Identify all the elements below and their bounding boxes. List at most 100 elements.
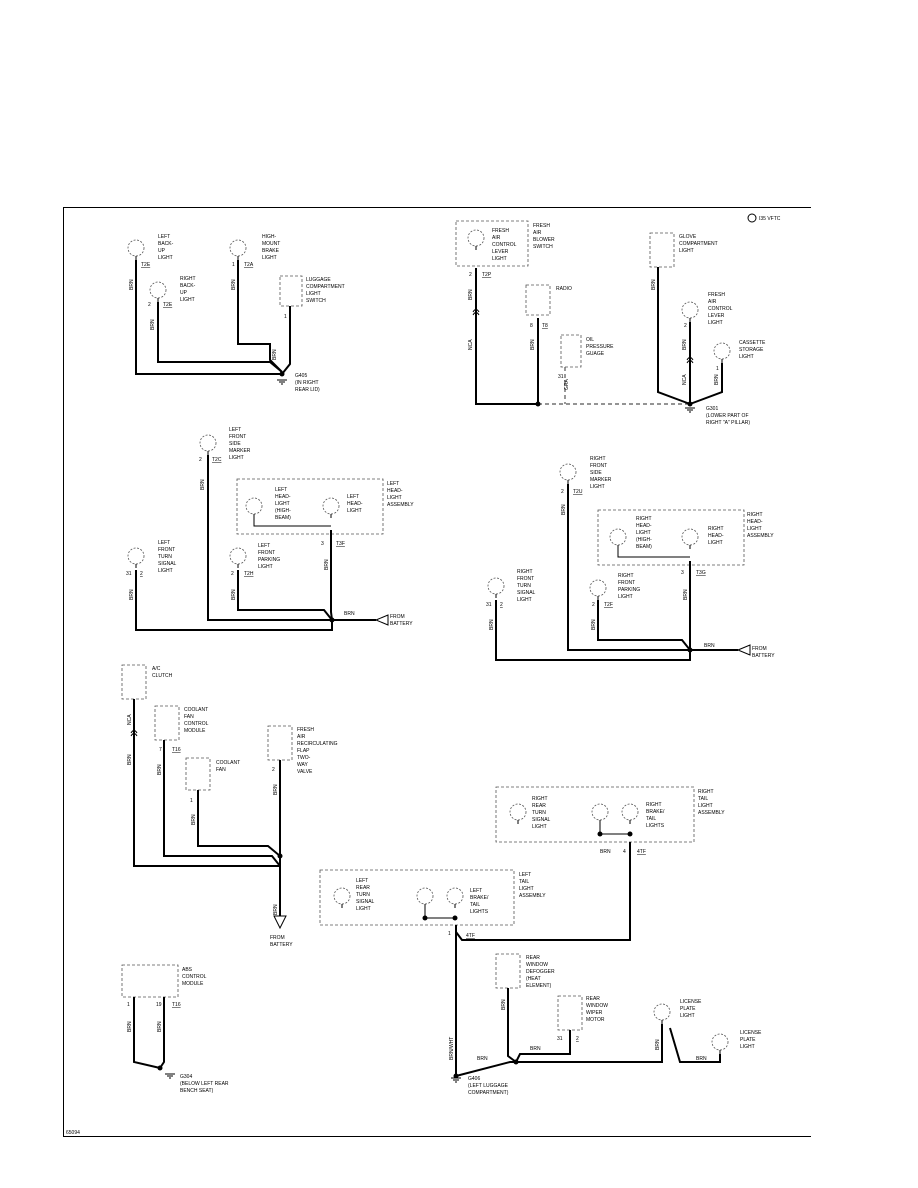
- wire: [516, 1024, 663, 1063]
- oil-gauge-label-line: OIL: [586, 337, 594, 343]
- g406-label-line: COMPARTMENT): [468, 1090, 509, 1096]
- left-tail-light-assembly: [319, 869, 515, 926]
- left-backup-light-icon: [127, 239, 145, 257]
- g405-label-line: G405: [295, 373, 307, 379]
- wire-color-label: BRN: [129, 279, 135, 290]
- license-b-label-line: PLATE: [740, 1037, 756, 1043]
- wire-color-label: BRN: [157, 1021, 163, 1032]
- splice-dot: [279, 371, 285, 377]
- right-turn-label-line: TURN: [517, 583, 531, 589]
- fresh-air-recirculating-flap: [267, 725, 293, 761]
- ac-clutch-label-line: CLUTCH: [152, 673, 173, 679]
- splice-dot: [452, 915, 458, 921]
- pin-label: 2: [592, 602, 595, 608]
- pin-label: T2U: [573, 489, 583, 495]
- g406-label-line: (LEFT LUGGAGE: [468, 1083, 509, 1089]
- pin-label: 3: [321, 541, 324, 547]
- wire-color-label: BRN: [683, 589, 689, 600]
- pin-label: 2: [140, 571, 143, 577]
- g301-label-line: RIGHT "A" PILLAR): [706, 420, 750, 426]
- revision-icon: [747, 213, 757, 223]
- g304-label-line: G304: [180, 1074, 192, 1080]
- pin-label: 8: [530, 323, 533, 329]
- left-tail-assembly-label-line: TAIL: [519, 879, 529, 885]
- left-front-turn-signal-icon: [127, 547, 145, 565]
- right-tail-assembly-label-line: LIGHT: [698, 803, 713, 809]
- g304-label-line: (BELOW LEFT REAR: [180, 1081, 229, 1087]
- wire: [507, 988, 517, 1063]
- pin-label: 2: [272, 767, 275, 773]
- wire: [197, 790, 281, 857]
- license-a-label-line: LIGHT: [680, 1013, 695, 1019]
- left-side-marker-label-line: MARKER: [229, 448, 251, 454]
- wire-color-label: BRN: [127, 1021, 133, 1032]
- rear-defogger-label-line: WINDOW: [526, 962, 548, 968]
- wire-color-label: BRN: [150, 319, 156, 330]
- wire: [330, 530, 333, 621]
- pin-label: T2A: [244, 262, 254, 268]
- right-brake-tail-label-line: RIGHT: [646, 802, 662, 808]
- right-backup-label-line: UP: [180, 290, 188, 296]
- right-tail-light-a-icon: [591, 803, 609, 821]
- coolant-fan-label-line: FAN: [216, 767, 226, 773]
- splice-dot: [687, 401, 693, 407]
- pin-label: T3G: [696, 570, 706, 576]
- g406-label-line: G406: [468, 1076, 480, 1082]
- right-head-high-label-line: BEAM): [636, 544, 652, 550]
- right-front-turn-signal-icon: [487, 577, 505, 595]
- right-head-label-line: HEAD-: [708, 533, 724, 539]
- right-headlight-high-beam-icon: [609, 528, 627, 546]
- from-battery-label-line: FROM: [752, 646, 767, 652]
- luggage-switch-label-line: LUGGAGE: [306, 277, 331, 283]
- glove-light-label-line: GLOVE: [679, 234, 697, 240]
- license-plate-light-a-icon: [653, 1003, 671, 1021]
- left-parking-label-line: LEFT: [258, 543, 270, 549]
- wire-color-label: BRN: [561, 504, 567, 515]
- oil-gauge-label-line: GUAGE: [586, 351, 605, 357]
- right-tail-assembly-label-line: RIGHT: [698, 789, 714, 795]
- pin-label: 1: [232, 262, 235, 268]
- pin-label: T2E: [163, 302, 173, 308]
- pin-label: 19: [156, 1002, 162, 1008]
- wire: [135, 260, 282, 375]
- pin-label: 31: [557, 1036, 563, 1042]
- wire: [455, 1061, 516, 1077]
- right-headlight-icon: [681, 528, 699, 546]
- wire-color-label: BRN: [591, 619, 597, 630]
- wire-color-label: BRN: [530, 1046, 541, 1052]
- radio-label-line: RADIO: [556, 286, 572, 292]
- pin-label: 1: [716, 366, 719, 372]
- splice-dot: [277, 853, 283, 859]
- right-head-high-label-line: (HIGH-: [636, 537, 652, 543]
- coolant-module-label-line: FAN: [184, 714, 194, 720]
- left-rear-turn-label-line: TURN: [356, 892, 370, 898]
- rear-defogger-label-line: ELEMENT): [526, 983, 552, 989]
- left-head-label-line: LEFT: [347, 494, 359, 500]
- wire-color-label: BRN: [655, 1039, 661, 1050]
- pin-label: 2: [684, 323, 687, 329]
- pin-label: 1: [127, 1002, 130, 1008]
- connector-icon: [686, 357, 694, 361]
- glove-compartment-light: [649, 232, 675, 268]
- left-tail-assembly-label-line: LEFT: [519, 872, 531, 878]
- wire: [237, 570, 333, 621]
- lever-light-a-label-line: AIR: [492, 235, 501, 241]
- wire-color-label: GRA: [564, 379, 570, 391]
- recirc-flap-label-line: FRESH: [297, 727, 314, 733]
- left-rear-turn-signal-icon: [333, 887, 351, 905]
- license-plate-light-b-icon: [711, 1033, 729, 1051]
- coolant-module-label-line: COOLANT: [184, 707, 208, 713]
- assembly-bus: [424, 908, 455, 919]
- wire: [135, 570, 333, 631]
- wire-color-label: BRN: [704, 643, 715, 649]
- left-head-assembly-label-line: LIGHT: [387, 495, 402, 501]
- left-headlight-assembly: [236, 478, 384, 535]
- wire-color-label: BRN: [157, 764, 163, 775]
- rear-defogger-label-line: REAR: [526, 955, 540, 961]
- coolant-module-label-line: MODULE: [184, 728, 206, 734]
- pin-label: T16: [172, 1002, 181, 1008]
- connector-icon: [472, 309, 480, 313]
- left-head-high-label-line: LIGHT: [275, 501, 290, 507]
- g301-label-line: (LOWER PART OF: [706, 413, 749, 419]
